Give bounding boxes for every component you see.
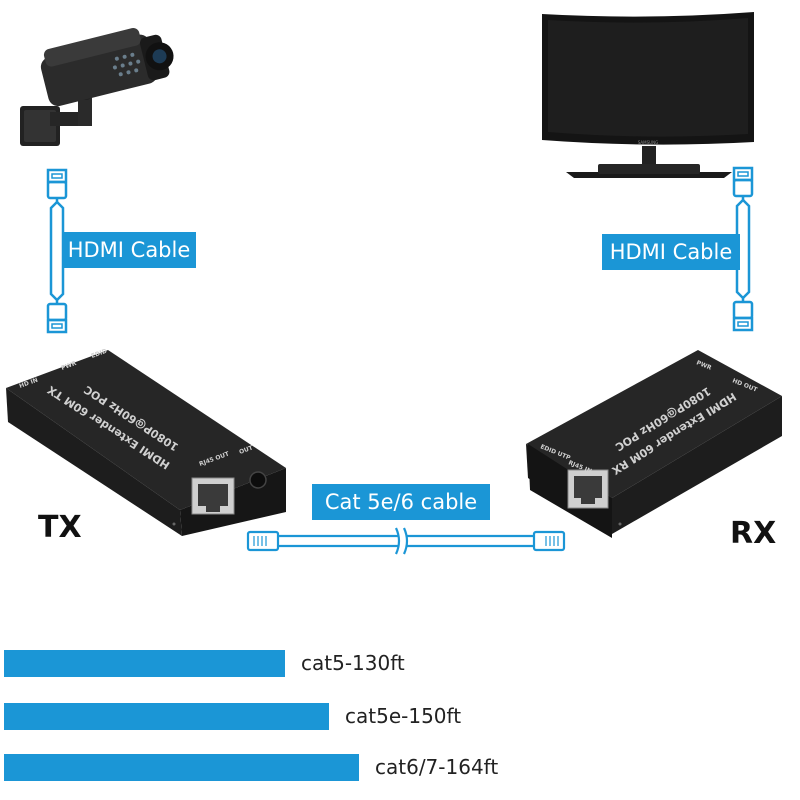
hdmi-plug-icon [46,302,68,334]
rx-label: RX [730,516,777,551]
rj45-plug-icon [246,530,280,552]
cat-cable-label: Cat 5e/6 cable [312,484,490,520]
hdmi-plug-icon [46,168,68,200]
monitor-icon: SAMSUNG [542,12,754,178]
distance-label: cat5e-150ft [345,704,462,728]
distance-bar [4,754,359,781]
cat-cable [246,527,566,555]
tx-extender-device: HDMI Extender 60M TX 1080P@60Hz POC HD I… [6,348,286,536]
hdmi-plug-icon [732,300,754,332]
hdmi-cable-label-right: HDMI Cable [602,234,740,270]
cable-break-icon [394,527,409,555]
distance-bar [4,703,329,730]
distance-bar [4,650,285,677]
rx-extender-device: HDMI Extender 60M RX 1080P@60Hz POC HD O… [526,350,782,538]
tx-port-out-text: OUT [238,444,254,456]
hdmi-plug-icon [732,166,754,198]
cctv-camera-icon [20,27,174,146]
tx-label: TX [38,510,82,545]
monitor-brand: SAMSUNG [638,140,658,145]
hdmi-cable-label-left: HDMI Cable [62,232,196,268]
rj45-plug-icon [532,530,566,552]
distance-label: cat5-130ft [301,651,405,675]
distance-label: cat6/7-164ft [375,755,499,779]
